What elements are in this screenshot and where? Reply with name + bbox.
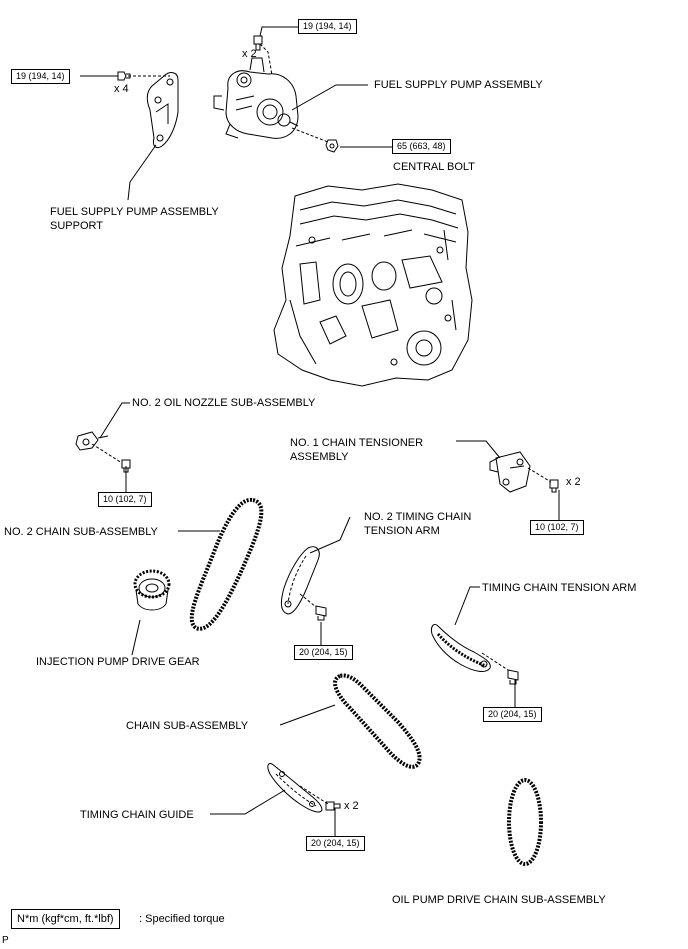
qty-support-bolt: x 4 [114,83,129,95]
pump-support-drawing [146,72,179,149]
central-bolt-drawing [325,139,339,153]
chain-sub-label: CHAIN SUB-ASSEMBLY [126,720,249,732]
central-bolt-label: CENTRAL BOLT [393,161,475,173]
no2-chain-label: NO. 2 CHAIN SUB-ASSEMBLY [4,526,158,538]
tensioner-label-line1: NO. 1 CHAIN TENSIONER [290,437,424,449]
corner-mark: P [2,935,9,946]
oil-pump-chain-label: OIL PUMP DRIVE CHAIN SUB-ASSEMBLY [392,894,606,906]
no2-arm-bolt-drawing [315,605,327,621]
support-bolt-drawing [117,71,131,81]
pump-support-label-line1: FUEL SUPPLY PUMP ASSEMBLY [50,206,219,218]
drive-gear-label: INJECTION PUMP DRIVE GEAR [36,656,200,668]
torque-box-guide-bolt: 20 (204, 15) [306,836,365,851]
engine-block-drawing [273,183,473,387]
nozzle-bolt-drawing [121,459,131,473]
leader-lines [80,26,560,836]
tension-arm-bolt-drawing [507,669,519,685]
torque-box-tensioner-bolt: 10 (102, 7) [530,520,584,535]
tensioner-label-line2: ASSEMBLY [290,451,349,463]
fuel-supply-pump-label: FUEL SUPPLY PUMP ASSEMBLY [374,79,543,91]
chain-guide-label: TIMING CHAIN GUIDE [80,809,194,821]
torque-box-no2-arm-bolt: 20 (204, 15) [294,645,353,660]
legend-meaning: : Specified torque [139,913,225,925]
torque-box-nozzle-bolt: 10 (102, 7) [98,492,152,507]
torque-box-tension-arm-bolt: 20 (204, 15) [483,707,542,722]
pump-support-label-line2: SUPPORT [50,220,103,232]
torque-box-pump-bolt: 19 (194, 14) [298,19,357,34]
tension-arm-drawing [431,623,491,672]
chain-sub-assembly-drawing [333,673,422,769]
legend-unit-box: N*m (kgf*cm, ft.*lbf) [11,909,120,929]
qty-pump-bolt: x 2 [242,48,257,60]
assembly-dashed-lines [91,43,552,805]
guide-bolt-drawing [325,801,341,811]
no2-arm-label-line2: TENSION ARM [364,525,440,537]
pump-bolt-drawing [253,35,263,51]
oil-nozzle-drawing [75,431,109,451]
timing-chain-guide-drawing [267,763,323,813]
torque-box-support-bolt: 19 (194, 14) [11,69,70,84]
injection-pump-drive-gear-drawing [133,569,171,611]
fuel-supply-pump-drawing [213,57,299,139]
no2-tension-arm-drawing [280,546,320,615]
qty-guide-bolt: x 2 [344,800,359,812]
torque-box-central-bolt: 65 (663, 48) [392,139,451,154]
no2-arm-label-line1: NO. 2 TIMING CHAIN [364,511,472,523]
tension-arm-label: TIMING CHAIN TENSION ARM [482,582,637,594]
qty-tensioner-bolt: x 2 [566,476,581,488]
oil-nozzle-label: NO. 2 OIL NOZZLE SUB-ASSEMBLY [132,397,316,409]
no2-chain-drawing [189,497,264,631]
tensioner-bolt-drawing [549,479,559,493]
oil-pump-drive-chain-drawing [507,778,543,866]
chain-tensioner-drawing [489,451,531,493]
